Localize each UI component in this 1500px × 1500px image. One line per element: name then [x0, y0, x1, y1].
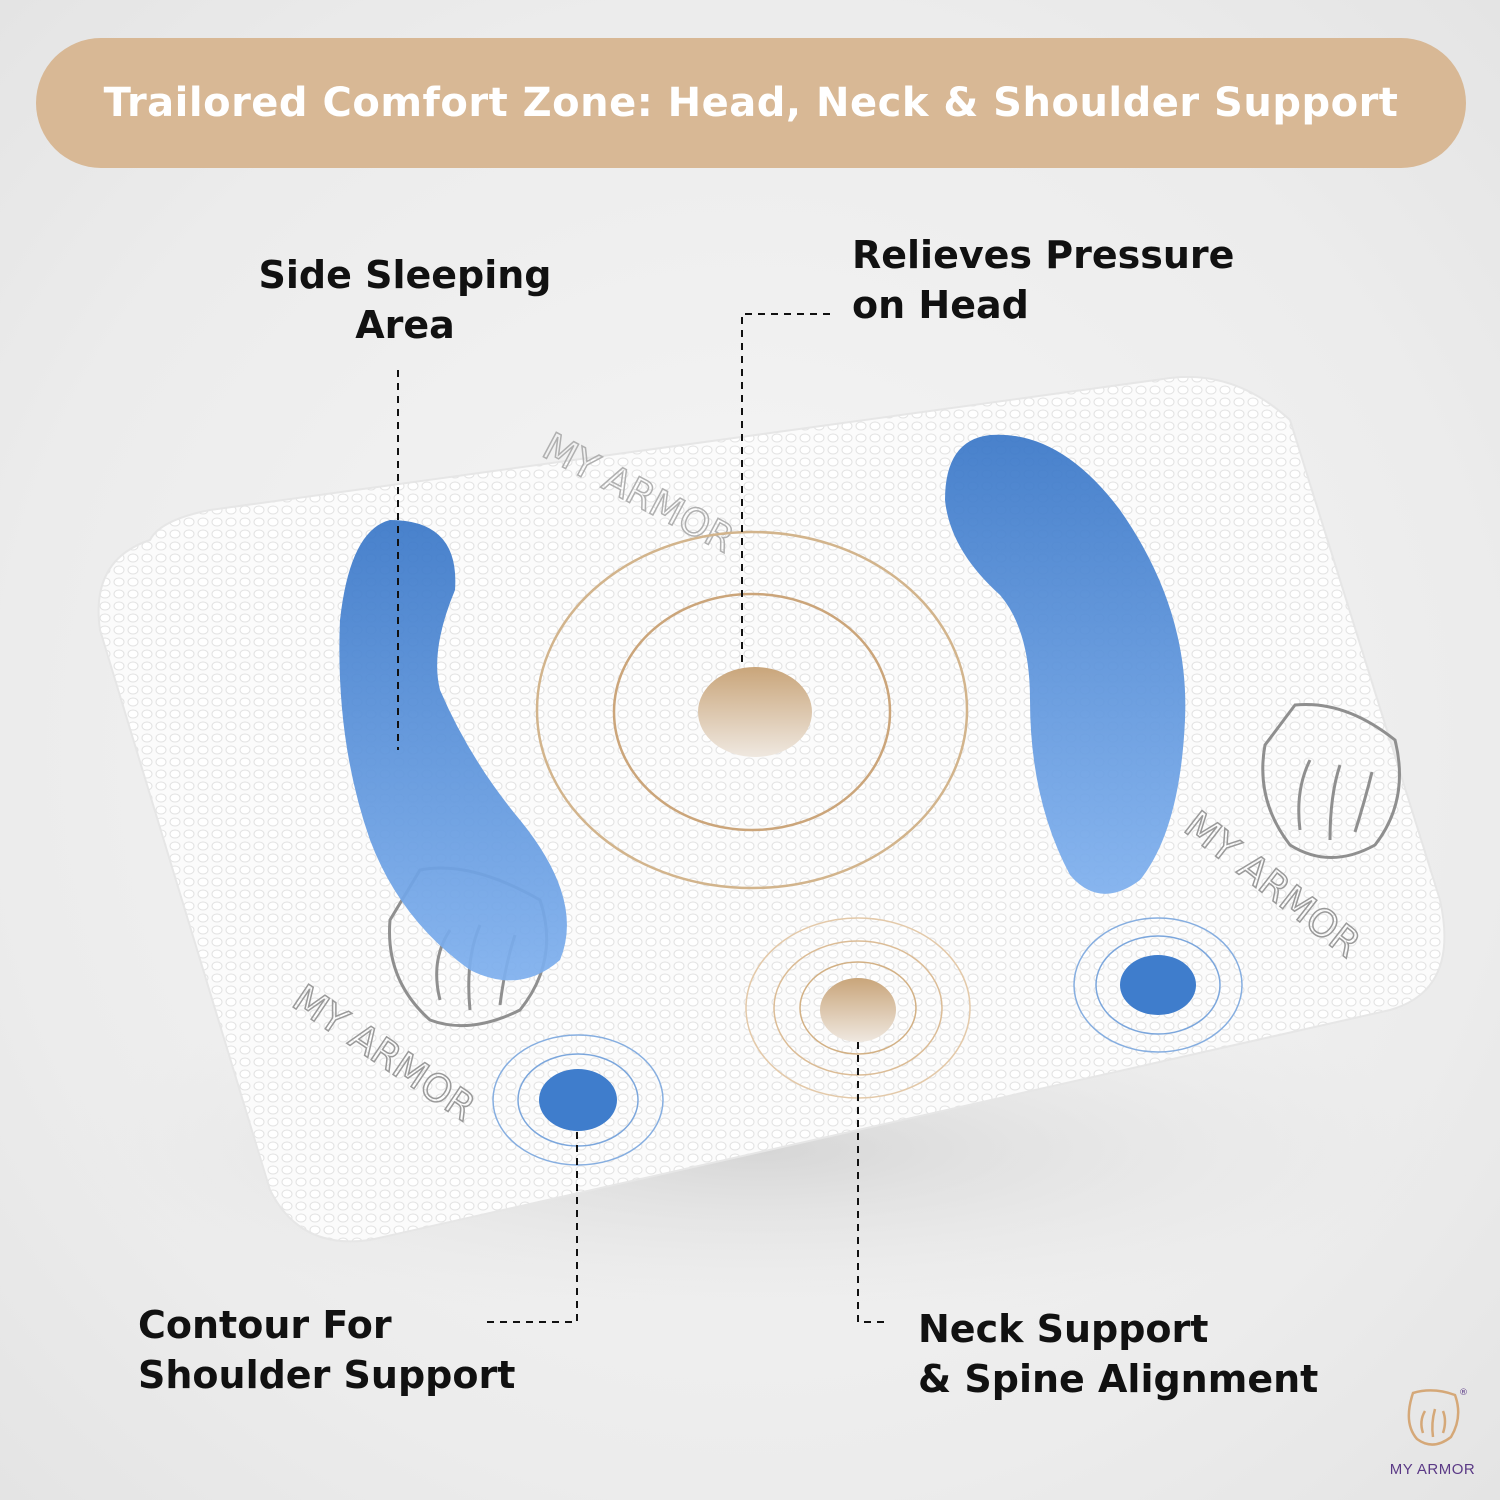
head-zone	[698, 667, 812, 757]
right-shoulder-ring-inner	[1095, 935, 1221, 1035]
relieves-pressure-label-line2: on Head	[852, 283, 1029, 327]
side-sleeping-label-line2: Area	[355, 303, 455, 347]
my-armor-logo-icon: ®	[1407, 1388, 1468, 1446]
pillow-logo-right-icon	[1261, 702, 1401, 859]
side-sleeping-label-line1: Side Sleeping	[258, 253, 552, 297]
brand-name: MY ARMOR	[1389, 1461, 1476, 1478]
head-ring-inner	[612, 592, 892, 832]
contour-shoulder-label: Contour For Shoulder Support	[138, 1300, 515, 1400]
leader-relieves-pressure	[741, 313, 830, 668]
banner-title: Trailored Comfort Zone: Head, Neck & Sho…	[103, 80, 1399, 126]
neck-support-label-line2: & Spine Alignment	[918, 1357, 1319, 1401]
neck-support-label: Neck Support & Spine Alignment	[918, 1304, 1318, 1404]
right-shoulder-ring-outer	[1073, 917, 1243, 1053]
leader-contour-shoulder	[484, 1132, 578, 1323]
head-ring-outer	[535, 530, 969, 890]
brand-logo: ® MY ARMOR	[1370, 1385, 1495, 1478]
right-shoulder-zone	[1120, 955, 1196, 1015]
relieves-pressure-label: Relieves Pressure on Head	[852, 230, 1234, 330]
header-banner: Trailored Comfort Zone: Head, Neck & Sho…	[36, 38, 1466, 168]
neck-zone	[820, 978, 896, 1042]
left-side-sleeping-zone	[339, 520, 567, 981]
neck-support-label-line1: Neck Support	[918, 1307, 1209, 1351]
relieves-pressure-label-line1: Relieves Pressure	[852, 233, 1235, 277]
neck-ring-inner	[799, 961, 917, 1055]
contour-shoulder-label-line1: Contour For	[138, 1303, 392, 1347]
leader-neck-support	[857, 1042, 890, 1323]
contour-shoulder-label-line2: Shoulder Support	[138, 1353, 516, 1397]
side-sleeping-label: Side Sleeping Area	[225, 250, 585, 350]
svg-text:®: ®	[1459, 1388, 1468, 1398]
left-shoulder-zone	[539, 1069, 617, 1131]
right-side-sleeping-zone	[945, 434, 1186, 894]
